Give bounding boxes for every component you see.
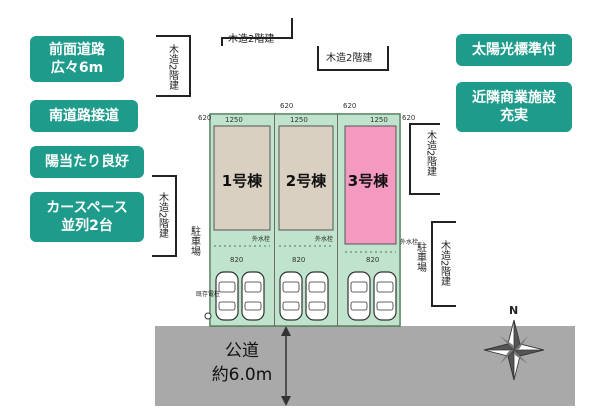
building-1-label: 1号棟 [222, 172, 263, 190]
road-width: 約6.0m [212, 365, 273, 385]
neighbor-top-right-label: 木造2階建 [326, 51, 372, 64]
badge-solar: 太陽光標準付 [456, 34, 572, 66]
badge-parking: カースペース 並列2台 [30, 192, 144, 242]
building-3 [344, 125, 397, 245]
water-faucet-2: 外水栓 [315, 235, 333, 243]
badge-commercial: 近隣商業施設 充実 [456, 82, 572, 132]
neighbor-left-mid-label: 木造2階建 [157, 192, 169, 239]
road-name: 公道 [225, 341, 259, 361]
neighbor-top-center-label: 木造2階建 [228, 32, 274, 45]
parking-right-label: 駐車場 [415, 241, 427, 273]
building-2 [278, 125, 334, 231]
car-1a [215, 271, 239, 321]
badge-road-width: 前面道路 広々6m [30, 36, 124, 82]
dim-top-1: 620 [198, 114, 211, 122]
neighbor-right-mid-label: 木造2階建 [439, 240, 451, 287]
dim-top-4: 1250 [290, 116, 308, 124]
neighbor-left-top-outline [156, 35, 191, 97]
compass-rose [483, 319, 545, 381]
car-1b [241, 271, 265, 321]
neighbor-right-mid-outline [431, 221, 456, 307]
neighbor-right-top-outline [409, 123, 440, 195]
road-arrow-head-top [281, 326, 291, 336]
car-2a [279, 271, 303, 321]
dim-top-2: 1250 [225, 116, 243, 124]
car-3a [347, 271, 371, 321]
car-2b [305, 271, 329, 321]
badge-south-road: 南道路接道 [30, 100, 138, 132]
road-arrow-head-bottom [281, 396, 291, 406]
water-faucet-3: 外水栓 [400, 238, 418, 246]
building-2-label: 2号棟 [286, 172, 327, 190]
dim-top-3: 620 [280, 102, 293, 110]
water-faucet-1: 外水栓 [252, 235, 270, 243]
compass-north-label: N [509, 304, 518, 317]
neighbor-top-center-outline [221, 18, 293, 46]
dim-side-1: 820 [230, 256, 243, 264]
utility-pole [204, 312, 212, 320]
building-1 [213, 125, 271, 231]
neighbor-right-top-label: 木造2階建 [425, 130, 437, 177]
dim-top-7: 620 [402, 114, 415, 122]
parking-left-label: 駐車場 [189, 225, 201, 257]
neighbor-left-top-label: 木造2階建 [167, 44, 179, 91]
neighbor-left-mid-outline [152, 175, 177, 257]
dim-side-2: 820 [292, 256, 305, 264]
dim-side-3: 820 [366, 256, 379, 264]
building-3-label: 3号棟 [348, 172, 389, 190]
dim-top-5: 620 [343, 102, 356, 110]
dim-top-6: 1250 [370, 116, 388, 124]
badge-sunlight: 陽当たり良好 [30, 146, 144, 178]
public-road [155, 326, 575, 406]
existing-pole-label: 既存電柱 [196, 290, 220, 298]
neighbor-top-right-outline [317, 46, 389, 71]
car-3b [373, 271, 397, 321]
